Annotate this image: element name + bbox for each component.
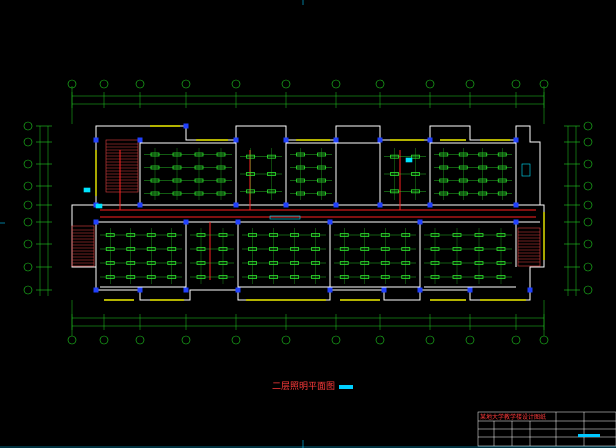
dimension-ticks-bottom <box>71 314 545 330</box>
axis-bubbles-bottom <box>67 335 549 345</box>
drawing-title-text: 二层照明平面图 <box>272 382 336 392</box>
axis-bubbles-top <box>67 79 549 89</box>
title-block <box>477 411 616 447</box>
switches-and-panels <box>83 157 531 220</box>
stairs-top <box>105 139 139 193</box>
stairs-right <box>517 227 541 267</box>
axis-bubbles-sides <box>23 121 593 295</box>
structural-columns <box>93 123 533 293</box>
dimension-lines-bottom <box>71 300 545 336</box>
dimension-ticks-top <box>71 92 545 108</box>
title-block-fill <box>578 434 600 437</box>
title-underline-bar <box>339 384 354 389</box>
windows <box>95 125 545 301</box>
dimension-lines-top <box>71 86 545 124</box>
title-block-name: 某地大学教学楼设计图纸 <box>480 414 547 421</box>
corridor-circuits <box>100 150 536 280</box>
light-fixtures <box>100 148 512 284</box>
stairs-left <box>71 225 95 267</box>
building-walls <box>71 125 545 301</box>
dimension-lines-sides <box>39 126 577 296</box>
drawing-title: 二层照明平面图 <box>272 380 354 394</box>
